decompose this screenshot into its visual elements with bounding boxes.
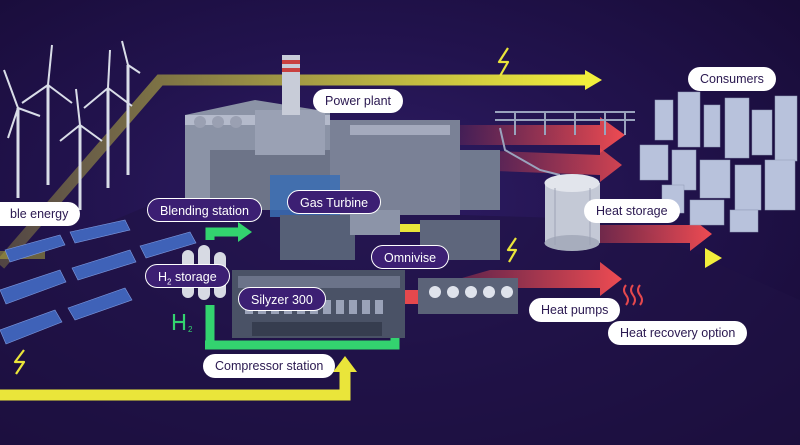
- pipe-rack: [495, 111, 635, 176]
- heat-pump-units: [418, 278, 518, 314]
- h2-storage-label: H2 storage: [145, 264, 230, 288]
- power-plant-building: [185, 55, 500, 260]
- blending-station-label: Blending station: [147, 198, 262, 222]
- h2-storage-suffix: storage: [171, 270, 217, 284]
- power-plant-label: Power plant: [313, 89, 404, 113]
- renewable-energy-label: ble energy: [0, 202, 81, 226]
- solar-panel-icon: [0, 219, 197, 345]
- heat-storage-label: Heat storage: [584, 199, 680, 223]
- compressor-station-label: Compressor station: [203, 354, 336, 378]
- silyzer-label: Silyzer 300: [238, 287, 326, 311]
- lightning-icon: [13, 47, 518, 375]
- gas-turbine-label: Gas Turbine: [287, 190, 382, 214]
- h2-storage-sub: 2: [167, 277, 172, 287]
- heat-waves-icon: [623, 284, 643, 306]
- svg-text:2: 2: [188, 325, 193, 334]
- consumers-label: Consumers: [688, 67, 776, 91]
- omnivise-label: Omnivise: [371, 245, 450, 269]
- heat-recovery-label: Heat recovery option: [608, 321, 748, 345]
- h2-storage-prefix: H: [158, 270, 168, 284]
- consumer-city: [639, 91, 798, 233]
- h2-molecule-icon: 2: [172, 314, 193, 334]
- wind-turbine-icon: [3, 40, 141, 210]
- heat-pumps-label: Heat pumps: [529, 298, 621, 322]
